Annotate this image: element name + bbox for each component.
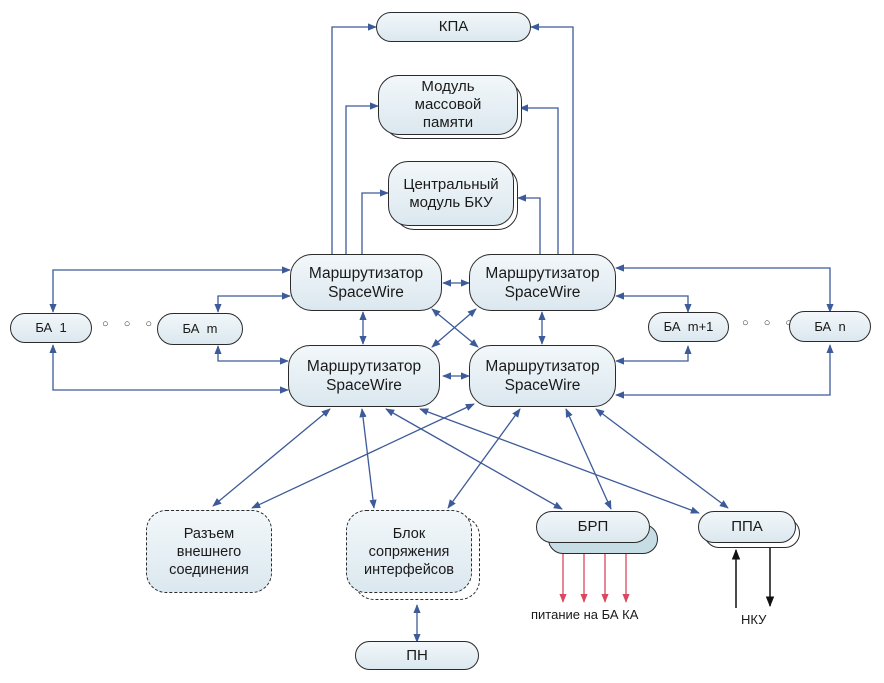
link-router-tr-bl (431, 308, 477, 348)
link-ba1-router-tl (49, 266, 291, 313)
link-bam-router-bl (214, 345, 289, 365)
ba-1-node: БА 1 (10, 313, 92, 343)
central-module-line-1: Центральный (403, 175, 499, 193)
link-bl-ext (212, 408, 331, 507)
link-bl-brp (385, 408, 563, 510)
ba-n-label: БА n (814, 318, 846, 334)
interface-unit-node: Блок сопряжения интерфейсов (346, 510, 472, 593)
router-bottom-right-line-2: SpaceWire (504, 377, 581, 394)
external-connector-line-3: соединения (169, 561, 249, 578)
mass-memory-line-2: массовой (414, 96, 482, 113)
link-bku-router-tl (358, 189, 389, 263)
brp-label: БРП (577, 518, 609, 535)
router-top-left: Маршрутизатор SpaceWire (290, 254, 442, 311)
router-bottom-left-line-2: SpaceWire (326, 377, 402, 394)
ppa-label: ППА (731, 518, 763, 535)
router-bottom-left: Маршрутизатор SpaceWire (288, 345, 440, 407)
external-connector-node: Разъем внешнего соединения (146, 510, 272, 593)
mass-memory-line-3: памяти (422, 114, 474, 131)
ba-m-label: БА m (182, 321, 218, 336)
link-bam-router-tl (214, 292, 291, 313)
link-kpa-router-tr (530, 23, 577, 263)
router-bottom-left-line-1: Маршрутизатор (306, 358, 422, 375)
link-ba1-router-bl (49, 344, 289, 394)
router-top-right-line-1: Маршрутизатор (485, 264, 600, 282)
ppa-node: ППА (698, 511, 796, 543)
kpa-node: КПА (376, 12, 531, 42)
interface-unit-line-2: сопряжения (368, 543, 450, 560)
router-top-left-line-1: Маршрутизатор (308, 264, 424, 282)
link-br-brp (565, 408, 612, 510)
router-bottom-right-line-1: Маршрутизатор (485, 358, 600, 375)
link-ban-router-tr (615, 264, 834, 313)
link-bl-ppa (419, 408, 700, 514)
ellipsis-right: ○ ○ ○ (742, 317, 799, 329)
pn-label: ПН (406, 646, 428, 664)
central-module-node: Центральный модуль БКУ (388, 161, 514, 226)
mass-memory-node: Модуль массовой памяти (378, 75, 518, 135)
link-mem-router-tl (342, 102, 379, 263)
interface-unit-line-3: интерфейсов (364, 561, 454, 578)
ba-1-label: БА 1 (35, 320, 67, 335)
kpa-label: КПА (438, 18, 469, 35)
ba-m1-node: БА m+1 (648, 312, 729, 342)
link-br-ppa (595, 408, 729, 509)
central-module-line-2: модуль БКУ (409, 193, 493, 211)
router-top-right-line-2: SpaceWire (504, 283, 581, 301)
link-bam1-router-br (615, 345, 692, 365)
nku-label: НКУ (741, 612, 767, 627)
link-bku-router-tr (517, 194, 544, 263)
link-mem-router-tr (519, 104, 562, 263)
interface-unit-line-1: Блок (392, 525, 426, 542)
link-bam1-router-tr (615, 292, 692, 313)
router-top-right: Маршрутизатор SpaceWire (469, 254, 616, 311)
link-kpa-router-tl (328, 23, 377, 263)
brp-node: БРП (536, 511, 650, 543)
external-connector-line-1: Разъем (183, 525, 235, 542)
mass-memory-line-1: Модуль (421, 78, 475, 95)
link-bl-iface (359, 408, 377, 509)
ba-m-node: БА m (157, 313, 243, 345)
pn-node: ПН (355, 641, 479, 670)
ellipsis-left: ○ ○ ○ (102, 318, 159, 330)
ba-m1-label: БА m+1 (663, 319, 714, 334)
ba-n-node: БА n (789, 311, 871, 342)
router-bottom-right: Маршрутизатор SpaceWire (469, 345, 616, 407)
external-connector-line-2: внешнего (176, 543, 242, 560)
link-ban-router-br (615, 344, 834, 399)
router-top-left-line-2: SpaceWire (328, 283, 404, 301)
power-label: питание на БА КА (531, 607, 639, 622)
